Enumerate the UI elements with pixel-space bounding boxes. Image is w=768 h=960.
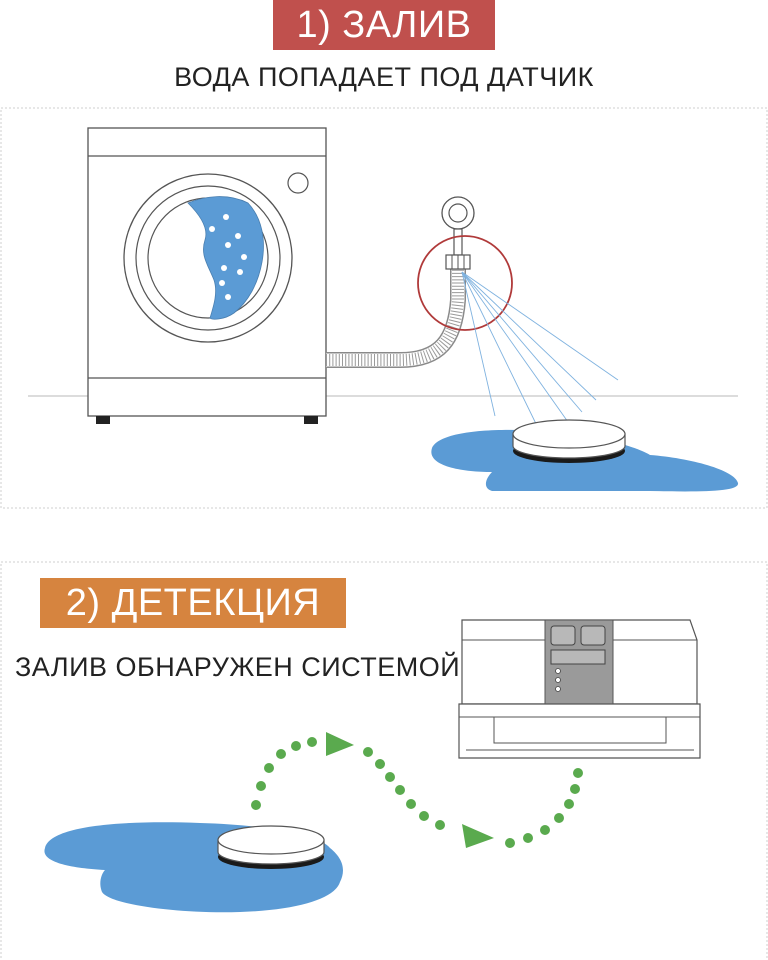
- step1-badge: 1) ЗАЛИВ: [273, 0, 495, 50]
- path-arrow-icon: [462, 824, 494, 848]
- control-unit-icon: [458, 619, 701, 759]
- step2-subtitle: ЗАЛИВ ОБНАРУЖЕН СИСТЕМОЙ: [15, 652, 461, 682]
- hose: [326, 268, 466, 368]
- step1-panel-border: [0, 107, 768, 509]
- washing-machine-icon: [87, 127, 327, 424]
- water-sensor-icon: [512, 419, 626, 463]
- signal-path: [251, 732, 583, 848]
- path-arrow-icon: [326, 732, 354, 756]
- step2-badge: 2) ДЕТЕКЦИЯ: [40, 578, 346, 628]
- leak-highlight-circle: [417, 235, 513, 331]
- step2-panel-border: [0, 561, 768, 958]
- water-spray: [461, 271, 619, 433]
- step1-subtitle: ВОДА ПОПАДАЕТ ПОД ДАТЧИК: [174, 62, 594, 92]
- faucet-icon: [441, 196, 475, 270]
- water-sensor-icon: [217, 825, 325, 869]
